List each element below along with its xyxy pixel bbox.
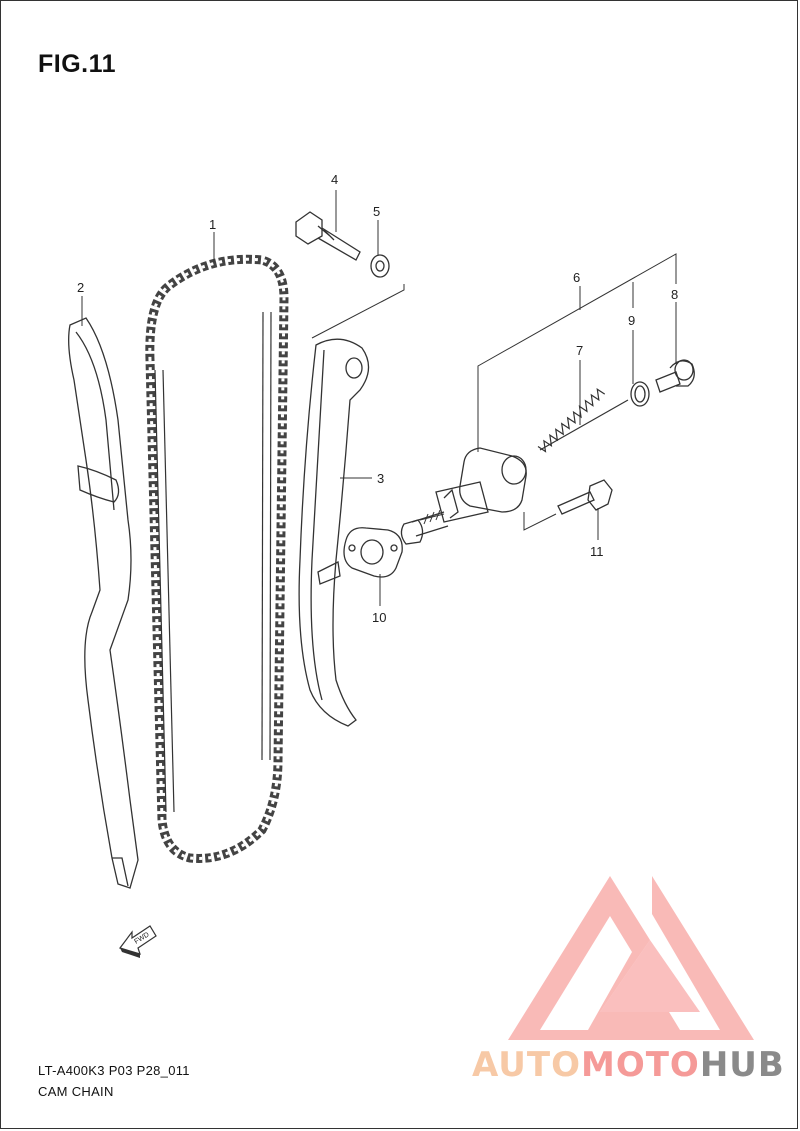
brand-part-hub: HUB (699, 1045, 785, 1085)
washer-part-5 (370, 254, 390, 278)
brand-part-auto: AUTO (472, 1045, 581, 1085)
bolt-part-11 (557, 479, 613, 515)
o-ring-part-9 (630, 381, 650, 407)
chain-guide-part-2 (68, 317, 139, 889)
automotohub-logo (508, 876, 754, 1040)
tensioner-blade-part-3 (298, 338, 370, 727)
callout-8: 8 (671, 287, 678, 302)
fwd-arrow-icon: FWD (119, 925, 157, 958)
callout-4: 4 (331, 172, 338, 187)
leader-bracket-4-5 (311, 284, 405, 339)
tensioner-plunger-rack (419, 509, 445, 525)
brand-wordmark: AUTOMOTOHUB (472, 1045, 785, 1085)
figure-caption: CAM CHAIN (38, 1084, 114, 1099)
brand-part-moto: MOTO (580, 1045, 700, 1085)
callout-10: 10 (372, 610, 386, 625)
cap-bolt-part-8 (655, 359, 695, 393)
gasket-part-10 (343, 527, 403, 578)
callout-3: 3 (377, 471, 384, 486)
callout-11: 11 (590, 544, 604, 559)
callout-9: 9 (628, 313, 635, 328)
leader-lines (81, 190, 677, 606)
figure-code: LT-A400K3 P03 P28_011 (38, 1063, 190, 1078)
callout-2: 2 (77, 280, 84, 295)
callout-6: 6 (573, 270, 580, 285)
callout-7: 7 (576, 343, 583, 358)
callout-5: 5 (373, 204, 380, 219)
bolt-part-4 (295, 211, 361, 261)
callout-1: 1 (209, 217, 216, 232)
leader-bracket-6 (477, 253, 677, 531)
cam-chain-part-1 (145, 254, 289, 863)
spring-part-7 (537, 387, 629, 453)
tensioner-body-part-6 (400, 447, 527, 545)
figure-title: FIG.11 (38, 50, 117, 78)
